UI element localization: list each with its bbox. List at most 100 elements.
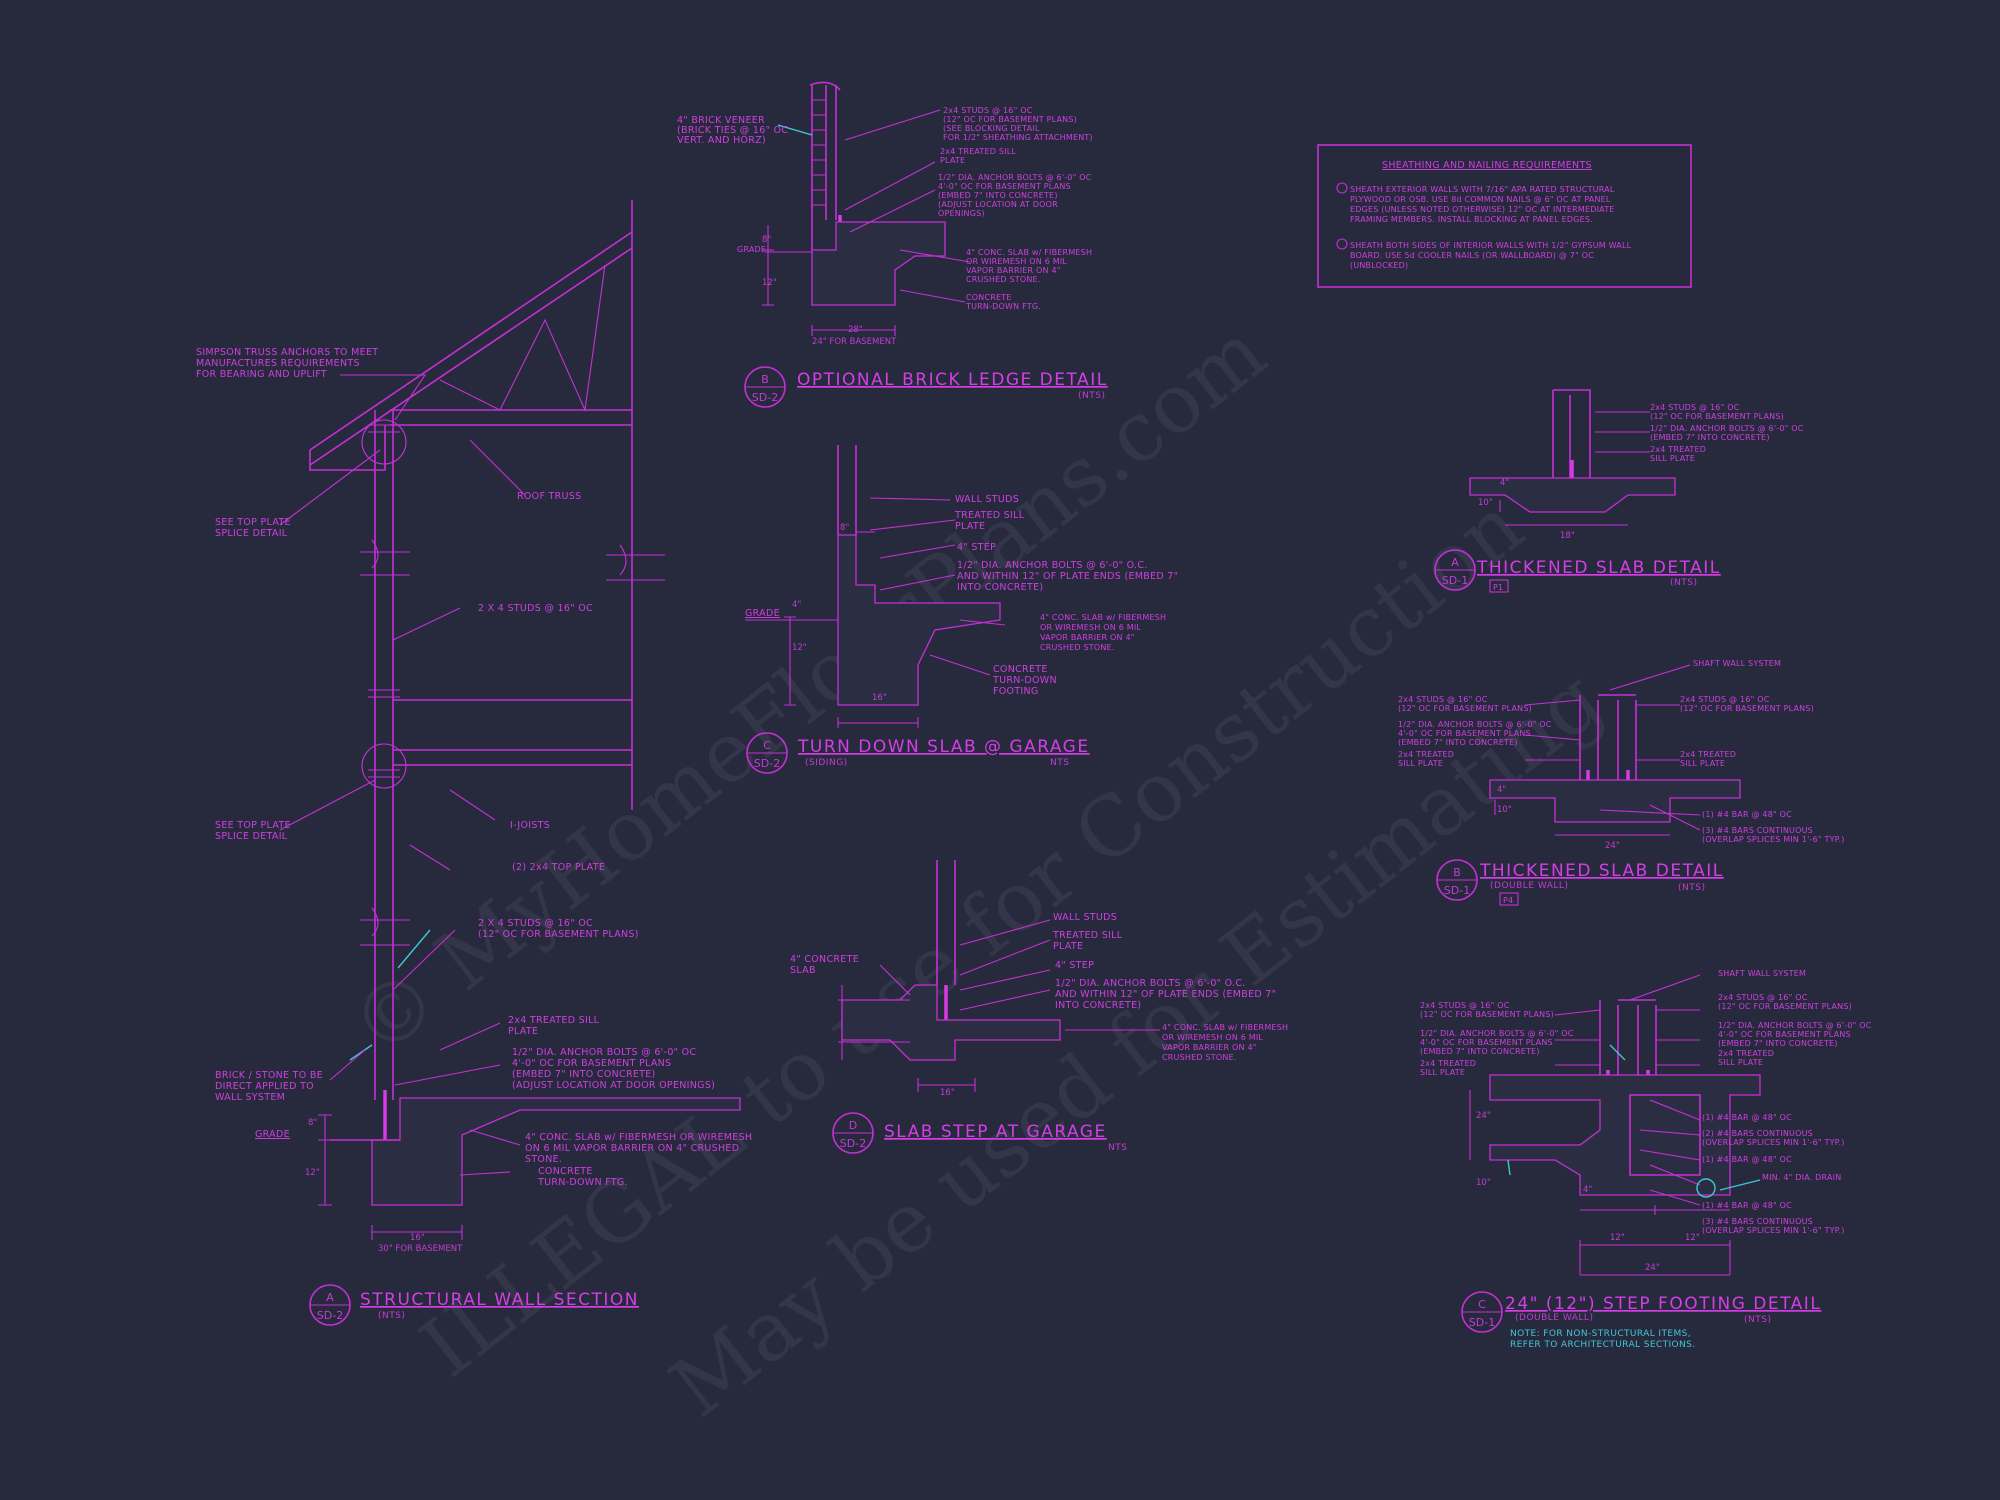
- note-wall-studs: WALL STUDS: [1053, 912, 1117, 923]
- note-studs-right: 2x4 STUDS @ 16" OC(12" OC FOR BASEMENT P…: [1718, 993, 1852, 1011]
- sheathing-item-2: SHEATH BOTH SIDES OF INTERIOR WALLS WITH…: [1350, 241, 1632, 270]
- note-studs: 2x4 STUDS @ 16" OC(12" OC FOR BASEMENT P…: [1650, 403, 1784, 421]
- note-anchor-bolts: 1/2" DIA. ANCHOR BOLTS @ 6'-0" OC(EMBED …: [1650, 424, 1804, 442]
- dim-8: 8": [762, 235, 771, 245]
- dim-16: 16": [410, 1233, 425, 1243]
- title-brick-ledge: OPTIONAL BRICK LEDGE DETAIL: [797, 370, 1108, 390]
- bubble-sheet: SD-2: [754, 757, 780, 770]
- note-grade: GRADE: [255, 1129, 290, 1140]
- dim-18: 18": [1560, 531, 1575, 541]
- note-i-joists: I-JOISTS: [510, 820, 550, 831]
- title-turn-down-slab: TURN DOWN SLAB @ GARAGE: [797, 737, 1090, 757]
- dim-12-right: 12": [1685, 1233, 1700, 1243]
- dim-8: 8": [840, 523, 849, 533]
- note-bars-continuous-2: (3) #4 BARS CONTINUOUS(OVERLAP SPLICES M…: [1702, 1217, 1845, 1235]
- bubble-letter: A: [326, 1291, 334, 1304]
- scale-nts: NTS: [1050, 758, 1069, 768]
- scale-nts: (NTS): [1744, 1315, 1771, 1325]
- note-studs-right: 2x4 STUDS @ 16" OC(12" OC FOR BASEMENT P…: [1680, 695, 1814, 713]
- note-bar-1: (1) #4 BAR @ 48" OC: [1702, 1113, 1792, 1122]
- note-studs-left: 2x4 STUDS @ 16" OC(12" OC FOR BASEMENT P…: [1398, 695, 1532, 713]
- note-4-step: 4" STEP: [957, 542, 996, 553]
- sheathing-title: SHEATHING AND NAILING REQUIREMENTS: [1382, 160, 1592, 171]
- note-bar-3: (1) #4 BAR @ 48" OC: [1702, 1201, 1792, 1210]
- dim-4: 4": [1583, 1185, 1592, 1195]
- note-anchor-bolts: 1/2" DIA. ANCHOR BOLTS @ 6'-0" O.C.AND W…: [1055, 978, 1276, 1011]
- bubble-sheet: SD-2: [840, 1137, 866, 1150]
- sub-siding: (SIDING): [805, 758, 848, 768]
- dim-24-vertical: 24": [1476, 1111, 1491, 1121]
- note-roof-truss: ROOF TRUSS: [517, 491, 581, 502]
- detail-thickened-slab: 2x4 STUDS @ 16" OC(12" OC FOR BASEMENT P…: [1434, 389, 1804, 593]
- bubble-sheet: SD-1: [1469, 1316, 1495, 1329]
- bubble-letter: B: [761, 373, 769, 386]
- sheathing-item-1: SHEATH EXTERIOR WALLS WITH 7/16" APA RAT…: [1350, 185, 1615, 224]
- note-bar-2: (1) #4 BAR @ 48" OC: [1702, 1155, 1792, 1164]
- sub-double-wall: (DOUBLE WALL): [1515, 1313, 1593, 1323]
- scale-nts: (NTS): [1678, 883, 1705, 893]
- bubble-sheet: SD-1: [1442, 574, 1468, 587]
- bubble-letter: A: [1451, 556, 1459, 569]
- dim-30-basement: 30" FOR BASEMENT: [378, 1244, 463, 1254]
- bubble-sheet: SD-2: [752, 391, 778, 404]
- dim-8: 8": [308, 1118, 317, 1128]
- dim-16: 16": [940, 1088, 955, 1098]
- dim-24: 24": [1605, 841, 1620, 851]
- note-grade: GRADE: [737, 245, 766, 254]
- bubble-letter: D: [849, 1119, 857, 1132]
- tag-p4: P4: [1503, 896, 1513, 905]
- note-anchor-bolts: 1/2" DIA. ANCHOR BOLTS @ 6'-0" O.C.AND W…: [957, 560, 1178, 593]
- dim-4: 4": [1497, 785, 1506, 795]
- detail-thickened-slab-double-wall: SHAFT WALL SYSTEM 2x4 STUDS @ 16" OC(12"…: [1398, 659, 1844, 906]
- note-bars-continuous-1: (2) #4 BARS CONTINUOUS(OVERLAP SPLICES M…: [1702, 1129, 1845, 1147]
- note-grade: GRADE: [745, 608, 780, 619]
- note-shaft-wall: SHAFT WALL SYSTEM: [1718, 969, 1806, 978]
- bubble-letter: C: [763, 739, 771, 752]
- note-studs: 2x4 STUDS @ 16" OC(12" OC FOR BASEMENT P…: [943, 106, 1093, 142]
- title-structural-wall-section: STRUCTURAL WALL SECTION: [360, 1290, 639, 1310]
- note-wall-studs: WALL STUDS: [955, 494, 1019, 505]
- note-bar-48: (1) #4 BAR @ 48" OC: [1702, 810, 1792, 819]
- note-drain: MIN. 4" DIA. DRAIN: [1762, 1173, 1841, 1182]
- title-step-footing: 24" (12") STEP FOOTING DETAIL: [1505, 1294, 1821, 1314]
- title-thickened-slab-double: THICKENED SLAB DETAIL: [1479, 861, 1724, 881]
- dim-4: 4": [792, 600, 801, 610]
- dim-12: 12": [792, 643, 807, 653]
- dim-24-basement: 24" FOR BASEMENT: [812, 337, 897, 347]
- bubble-sheet: SD-2: [317, 1309, 343, 1322]
- note-shaft-wall: SHAFT WALL SYSTEM: [1693, 659, 1781, 668]
- dim-10: 10": [1497, 805, 1512, 815]
- bubble-letter: C: [1478, 1298, 1486, 1311]
- note-studs-upper: 2 X 4 STUDS @ 16" OC: [478, 603, 593, 614]
- scale-nts: (NTS): [1670, 578, 1697, 588]
- tag-p1: P1: [1493, 583, 1503, 592]
- dim-4: 4": [1500, 478, 1509, 488]
- footnote-non-structural: NOTE: FOR NON-STRUCTURAL ITEMS,REFER TO …: [1510, 1329, 1696, 1350]
